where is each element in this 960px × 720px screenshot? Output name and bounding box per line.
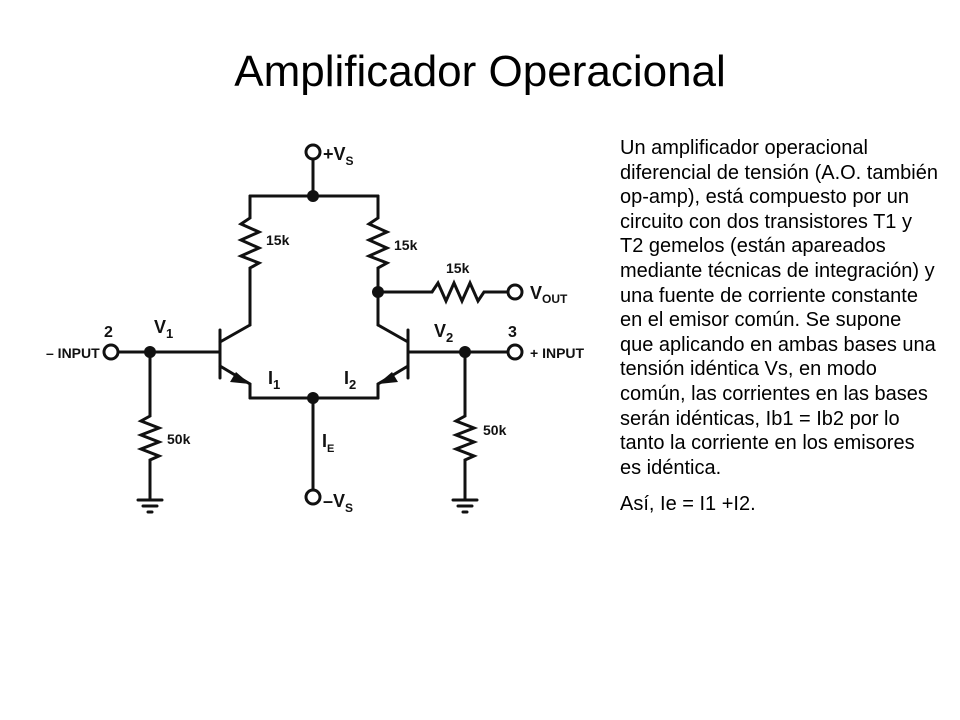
label-ie: IE [322,431,334,455]
label-r-collector-right: 15k [394,237,418,253]
circuit-labels: +VS –VS 15k 15k 15k 50k 50k VOUT – INPUT… [46,144,585,515]
emitter-arrow-left [230,372,250,384]
label-r-base-left: 50k [167,431,191,447]
slide-title: Amplificador Operacional [234,47,726,96]
label-plus-input: + INPUT [530,345,585,361]
label-i1: I1 [268,368,280,392]
body-text: Un amplificador operacional diferencial … [620,136,938,529]
resistor-collector-left [237,208,263,294]
label-vout: VOUT [530,283,568,306]
paragraph-description: Un amplificador operacional diferencial … [620,137,938,479]
resistor-base-left [136,406,164,492]
label-i2: I2 [344,368,356,392]
circuit-terminals [102,143,524,506]
label-r-base-right: 50k [483,422,507,438]
label-supply-pos: +VS [323,144,354,168]
circuit-nodes [144,190,471,404]
differential-amplifier-diagram: +VS –VS 15k 15k 15k 50k 50k VOUT – INPUT… [46,143,585,515]
label-pin-2: 2 [104,324,113,341]
paragraph-equation: Así, Ie = I1 +I2. [620,493,756,516]
label-minus-input: – INPUT [46,345,100,361]
emitter-arrow-right [378,372,398,384]
label-v2: V2 [434,321,453,345]
label-v1: V1 [154,317,173,341]
label-supply-neg: –VS [323,491,353,515]
label-r-collector-left: 15k [266,232,290,248]
resistor-output [430,279,510,305]
label-r-out: 15k [446,260,470,276]
resistor-collector-right [365,208,391,294]
label-pin-3: 3 [508,324,517,341]
resistor-base-right [451,406,479,492]
